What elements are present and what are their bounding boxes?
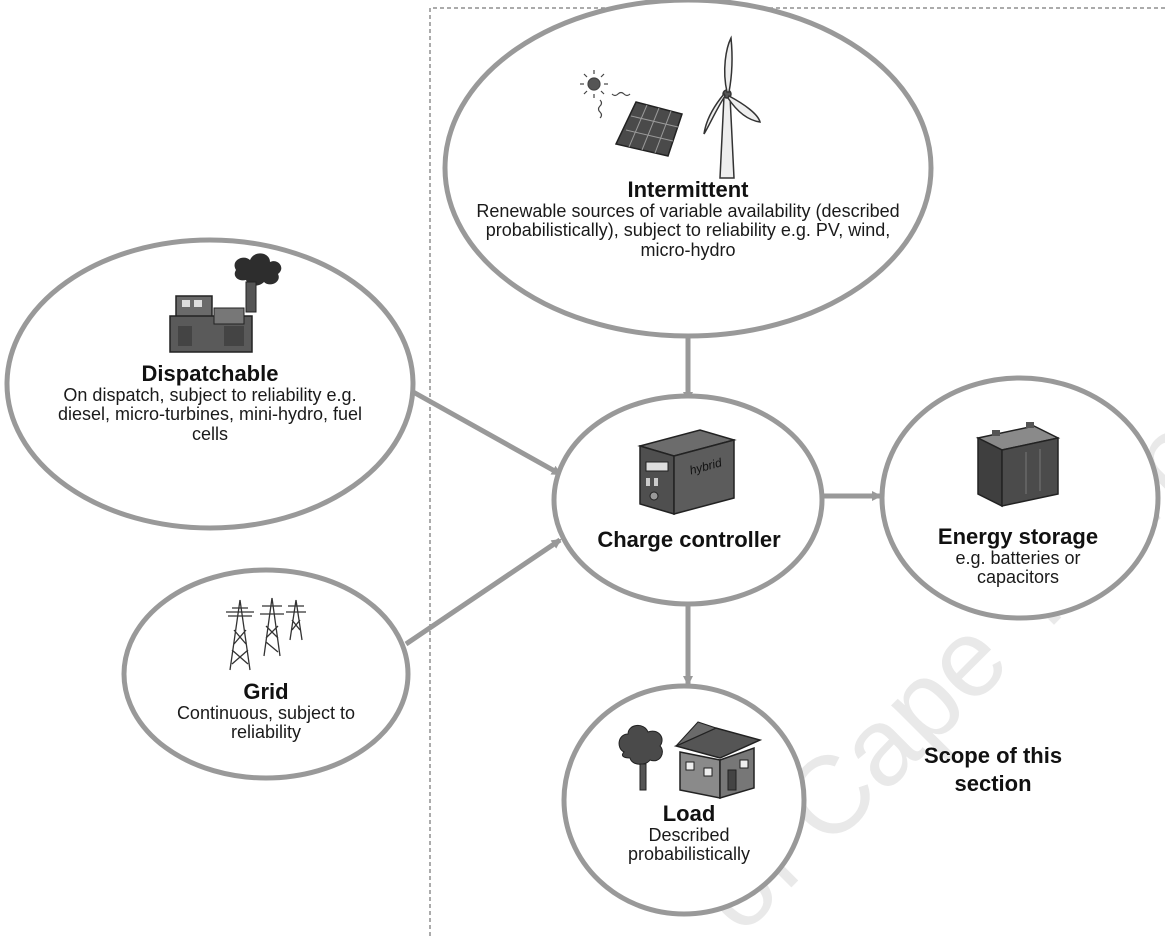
grid-description: Continuous, subject to reliability	[176, 702, 356, 743]
charge-controller-device-icon: hybrid	[637, 429, 737, 516]
energy-storage-title: Energy storage	[937, 524, 1099, 549]
sun-icon	[580, 70, 631, 119]
house-icon	[673, 721, 763, 800]
energy-storage-description: e.g. batteries or capacitors	[955, 547, 1081, 588]
dispatchable-title: Dispatchable	[141, 361, 279, 386]
node-grid: Grid Continuous, subject to reliability	[156, 680, 376, 743]
node-load-ellipse	[561, 683, 807, 917]
load-description: Described probabilistically	[627, 824, 751, 865]
charge-controller-title: Charge controller	[597, 527, 781, 552]
connections	[404, 338, 882, 686]
wind-turbine-icon	[703, 35, 761, 179]
node-charge-controller: Charge controller	[574, 528, 804, 552]
arrow-grid-to-controller	[404, 537, 562, 647]
node-load: Load Described probabilistically	[604, 802, 774, 865]
intermittent-description: Renewable sources of variable availabili…	[476, 200, 900, 260]
node-intermittent: Intermittent Renewable sources of variab…	[470, 178, 906, 260]
transmission-tower-icon	[226, 597, 306, 671]
intermittent-title: Intermittent	[627, 177, 749, 202]
scope-label: Scope of this section	[923, 743, 1063, 796]
node-grid-ellipse	[121, 567, 411, 781]
node-dispatchable-ellipse	[4, 237, 416, 531]
grid-title: Grid	[243, 679, 289, 704]
node-intermittent-ellipse	[442, 0, 934, 339]
solar-panel-icon	[614, 101, 683, 157]
generator-plant-icon	[169, 253, 282, 353]
node-energy-storage: Energy storage e.g. batteries or capacit…	[918, 525, 1118, 588]
tree-icon	[618, 725, 663, 791]
node-dispatchable: Dispatchable On dispatch, subject to rel…	[45, 362, 375, 444]
arrow-dispatchable-to-controller	[404, 385, 562, 477]
battery-icon	[975, 422, 1061, 508]
dispatchable-description: On dispatch, subject to reliability e.g.…	[57, 384, 363, 444]
load-title: Load	[662, 801, 716, 826]
